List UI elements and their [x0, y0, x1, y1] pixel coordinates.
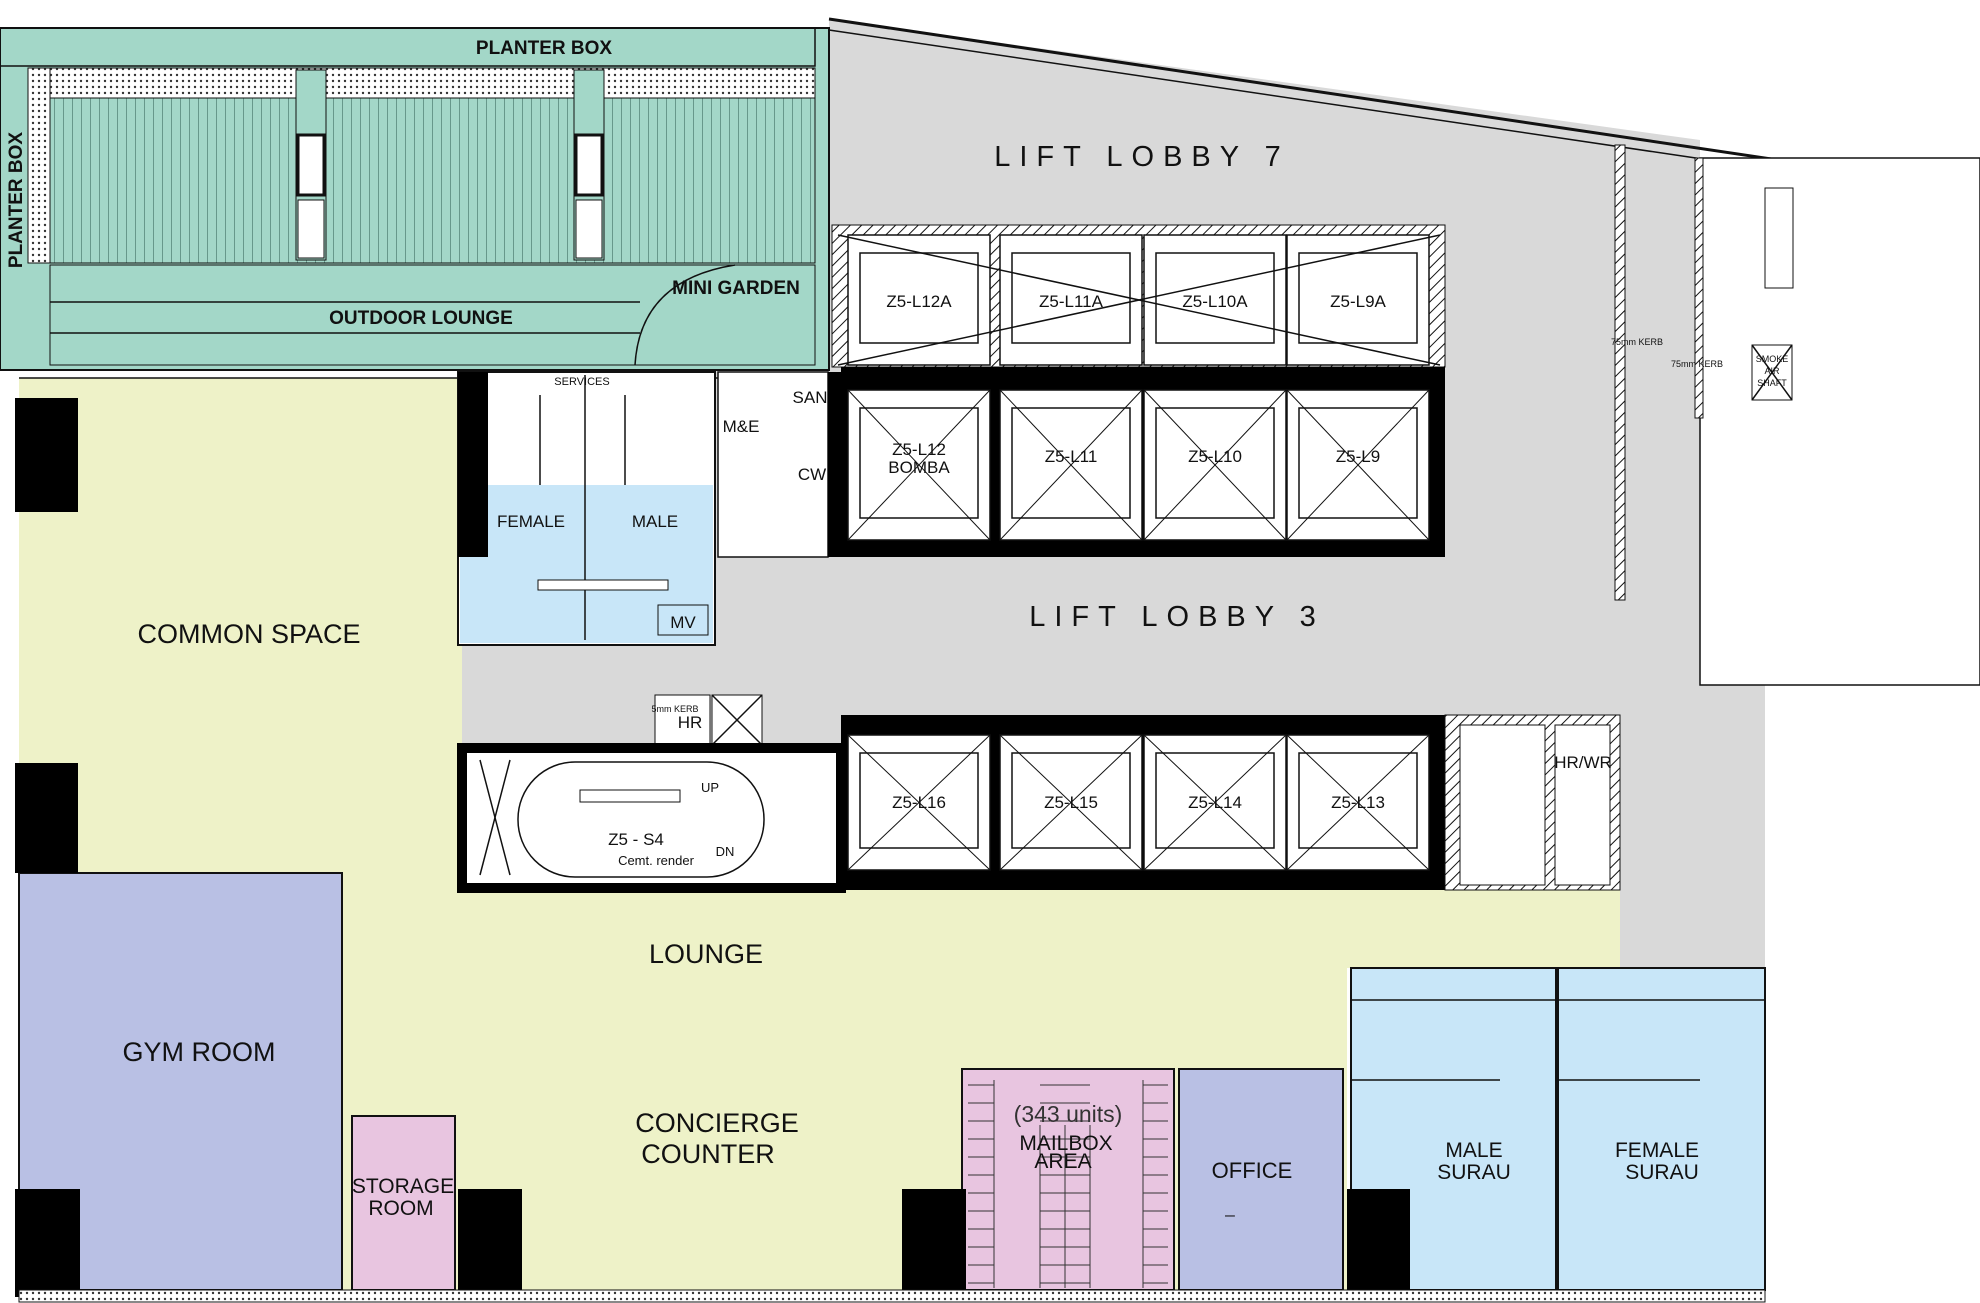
kerb-label: 75mm KERB — [1671, 359, 1723, 369]
lift-lobby-7-label: LIFT LOBBY 7 — [994, 141, 1290, 173]
lift-label: Z5-L10 — [1188, 447, 1242, 466]
hr-label: HR — [678, 713, 703, 732]
planter-box-label: PLANTER BOX — [476, 38, 613, 59]
office-mark: _ — [1224, 1198, 1235, 1217]
lift-label: Z5-L10A — [1182, 292, 1248, 311]
lift-label: Z5-L12 — [892, 440, 946, 459]
lift-label: Z5-L16 — [892, 793, 946, 812]
hr-wr-label: HR/WR — [1554, 753, 1612, 772]
lift-car: Z5-L13 — [1286, 734, 1430, 871]
stair-finish: Cemt. render — [618, 853, 695, 868]
lift-label: Z5-L11 — [1045, 447, 1098, 466]
office — [1178, 1068, 1344, 1291]
lift-car: Z5-L11 — [999, 389, 1143, 541]
female-surau — [1557, 967, 1766, 1291]
m-and-e-label: M&E — [723, 417, 760, 436]
lift-car: Z5-L10A — [1143, 234, 1287, 366]
male-toilet-label: MALE — [632, 512, 678, 531]
stair-name: Z5 - S4 — [608, 830, 664, 849]
lift-car: Z5-L16 — [847, 734, 991, 871]
cw-label: CW — [798, 465, 826, 484]
bomba-label: BOMBA — [888, 458, 950, 477]
services-label: SERVICES — [554, 376, 609, 388]
lift-label: Z5-L14 — [1188, 793, 1242, 812]
stair-up: UP — [701, 780, 719, 795]
toilet-area — [460, 485, 713, 643]
lift-label: Z5-L13 — [1331, 793, 1385, 812]
planter-box-side-label: PLANTER BOX — [6, 132, 27, 269]
lift-car: Z5-L9A — [1286, 234, 1430, 366]
storage-room — [351, 1115, 456, 1291]
structural-columns — [15, 398, 1410, 1297]
lounge-label: LOUNGE — [649, 939, 763, 969]
lift-lobby-3-label: LIFT LOBBY 3 — [1029, 601, 1325, 633]
kerb-label: 75mm KERB — [1611, 337, 1663, 347]
outdoor-lounge-label: OUTDOOR LOUNGE — [329, 308, 513, 329]
lift-label: Z5-L9 — [1336, 447, 1380, 466]
lift-car: Z5-L11A — [999, 234, 1143, 366]
lift-label: Z5-L11A — [1039, 292, 1104, 311]
mv-label: MV — [670, 613, 696, 632]
mailbox-area — [961, 1068, 1175, 1291]
lift-label: Z5-L9A — [1330, 292, 1386, 311]
outdoor-area: PLANTER BOX PLANTER BOX OUTDOOR LOUNGE M… — [0, 27, 830, 371]
stair-dn: DN — [716, 844, 735, 859]
mini-garden-label: MINI GARDEN — [672, 278, 800, 299]
lift-car: Z5-L9 — [1286, 389, 1430, 541]
adjacent-unit — [1699, 157, 1980, 686]
lift-label: Z5-L12A — [886, 292, 952, 311]
female-toilet-label: FEMALE — [497, 512, 565, 531]
lounge-area — [19, 378, 1620, 1290]
lift-car: Z5-L14 — [1143, 734, 1287, 871]
san-label: SAN — [793, 388, 828, 407]
lift-car: Z5-L12A — [847, 234, 991, 366]
common-space-label: COMMON SPACE — [137, 619, 360, 649]
lift-label: Z5-L15 — [1044, 793, 1098, 812]
kerb-label: 5mm KERB — [651, 704, 698, 714]
lift-car: Z5-L15 — [999, 734, 1143, 871]
lift-car: Z5-L10 — [1143, 389, 1287, 541]
mailbox-units-label: (343 units) — [1014, 1101, 1123, 1127]
office-label: OFFICE — [1212, 1158, 1293, 1183]
gym-room-label: GYM ROOM — [123, 1037, 276, 1067]
